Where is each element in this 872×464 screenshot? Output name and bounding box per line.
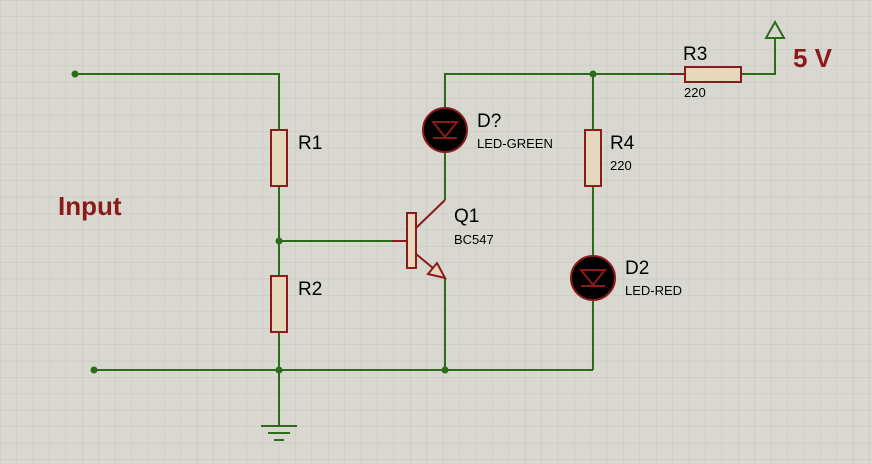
resistor-r2[interactable] [270,275,288,333]
r1-ref: R1 [298,133,322,154]
wire-r3-to-supply[interactable] [741,38,776,75]
r2-ref: R2 [298,279,322,300]
led-red-body [570,255,616,301]
q1-value: BC547 [454,232,494,247]
resistor-r4[interactable] [584,129,602,187]
r4-ref: R4 [610,133,635,154]
supply-label: 5 V [793,43,833,73]
transistor-collector [415,199,446,229]
supply-terminal-icon[interactable] [764,19,786,39]
d-green-value: LED-GREEN [477,136,553,151]
resistor-r3[interactable] [684,66,742,83]
r3-value: 220 [684,85,706,100]
led-green-diode-triangle [430,121,460,139]
input-label: Input [58,191,122,221]
r3-ref: R3 [683,44,707,65]
resistors [270,66,742,333]
junctions [71,70,597,374]
ground-symbol[interactable] [261,425,297,441]
junction-ground-r2 [275,366,283,374]
led-green-body [422,107,468,153]
junction-ground-emitter [441,366,449,374]
resistor-r1[interactable] [270,129,288,187]
transistor-q1[interactable] [392,199,447,280]
led-red[interactable] [570,255,616,301]
r4-value: 220 [610,158,632,173]
q1-ref: Q1 [454,206,479,227]
led-red-diode-triangle [578,269,608,287]
wire-input-to-r1[interactable] [75,73,280,130]
d-green-ref: D? [477,111,501,132]
junction-divider [275,237,283,245]
transistor-base-bar [406,212,417,269]
wires [75,38,776,426]
d-red-value: LED-RED [625,283,682,298]
junction-top-rail [589,70,597,78]
led-green[interactable] [422,107,468,153]
terminal-input-top[interactable] [71,70,79,78]
d-red-ref: D2 [625,258,649,279]
transistor-emitter-arrow [426,261,447,280]
terminal-input-bottom[interactable] [90,366,98,374]
